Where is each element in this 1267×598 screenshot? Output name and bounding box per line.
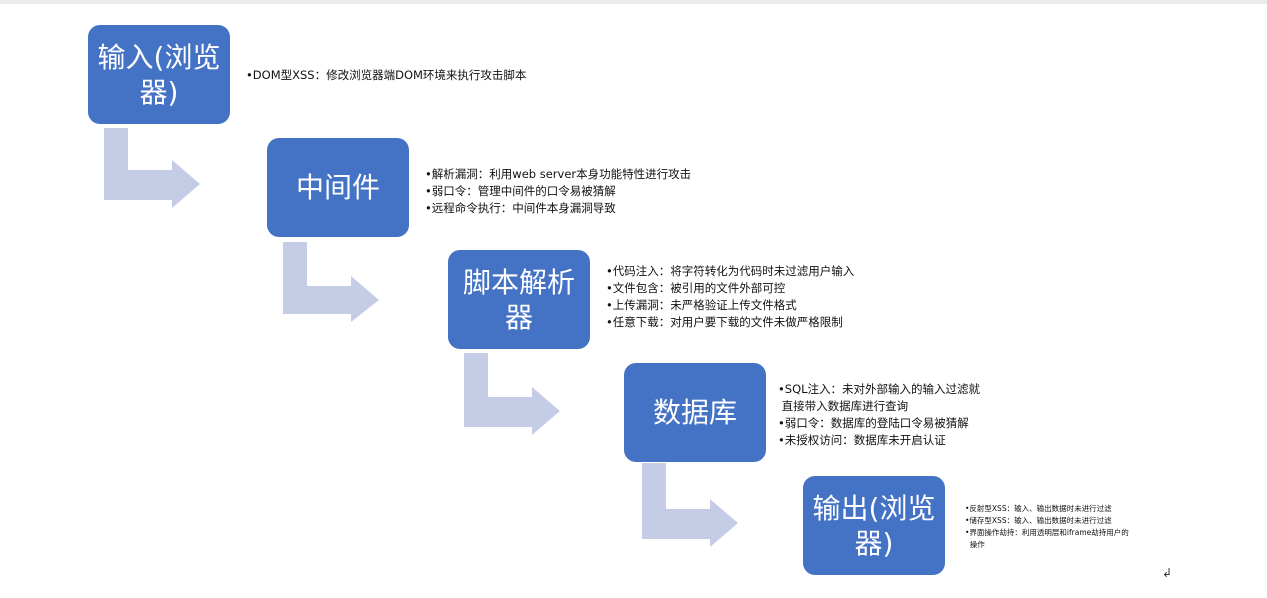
note-item: •反射型XSS：输入、输出数据时未进行过滤: [965, 504, 1112, 513]
notes-middleware: •解析漏洞：利用web server本身功能特性进行攻击 •弱口令：管理中间件的…: [425, 166, 691, 217]
notes-database: •SQL注入：未对外部输入的输入过滤就 直接带入数据库进行查询 •弱口令：数据库…: [778, 381, 980, 449]
note-item: •上传漏洞：未严格验证上传文件格式: [606, 298, 797, 312]
text-cursor-icon: ↲: [1162, 566, 1173, 580]
note-item: •未授权访问：数据库未开启认证: [778, 433, 946, 447]
note-item: •弱口令：管理中间件的口令易被猜解: [425, 184, 616, 198]
notes-browser-input: •DOM型XSS：修改浏览器端DOM环境来执行攻击脚本: [246, 67, 526, 84]
note-item: •DOM型XSS：修改浏览器端DOM环境来执行攻击脚本: [246, 68, 527, 82]
stage-box-browser-input: 输入(浏览器): [88, 25, 230, 124]
connector-arrow-3: [464, 353, 560, 435]
connector-arrow-2: [283, 242, 379, 322]
stage-box-browser-output: 输出(浏览器): [803, 476, 945, 575]
notes-script-parser: •代码注入：将字符转化为代码时未过滤用户输入 •文件包含：被引用的文件外部可控 …: [606, 263, 854, 331]
note-item: •文件包含：被引用的文件外部可控: [606, 281, 786, 295]
connector-arrow-4: [642, 463, 738, 547]
note-item: •SQL注入：未对外部输入的输入过滤就 直接带入数据库进行查询: [778, 382, 981, 413]
note-item: •代码注入：将字符转化为代码时未过滤用户输入: [606, 264, 855, 278]
top-rule: [0, 0, 1267, 4]
stage-box-database: 数据库: [624, 363, 766, 462]
stage-box-middleware: 中间件: [267, 138, 409, 237]
notes-browser-output: •反射型XSS：输入、输出数据时未进行过滤 •储存型XSS：输入、输出数据时未进…: [965, 503, 1129, 551]
note-item: •弱口令：数据库的登陆口令易被猜解: [778, 416, 969, 430]
note-item: •储存型XSS：输入、输出数据时未进行过滤: [965, 516, 1112, 525]
note-item: •解析漏洞：利用web server本身功能特性进行攻击: [425, 167, 692, 181]
note-item: •远程命令执行：中间件本身漏洞导致: [425, 201, 616, 215]
note-item: •界面操作劫持：利用透明层和iframe劫持用户的 操作: [965, 528, 1129, 549]
connector-arrow-1: [104, 128, 200, 208]
note-item: •任意下载：对用户要下载的文件未做严格限制: [606, 315, 843, 329]
stage-box-script-parser: 脚本解析器: [448, 250, 590, 349]
